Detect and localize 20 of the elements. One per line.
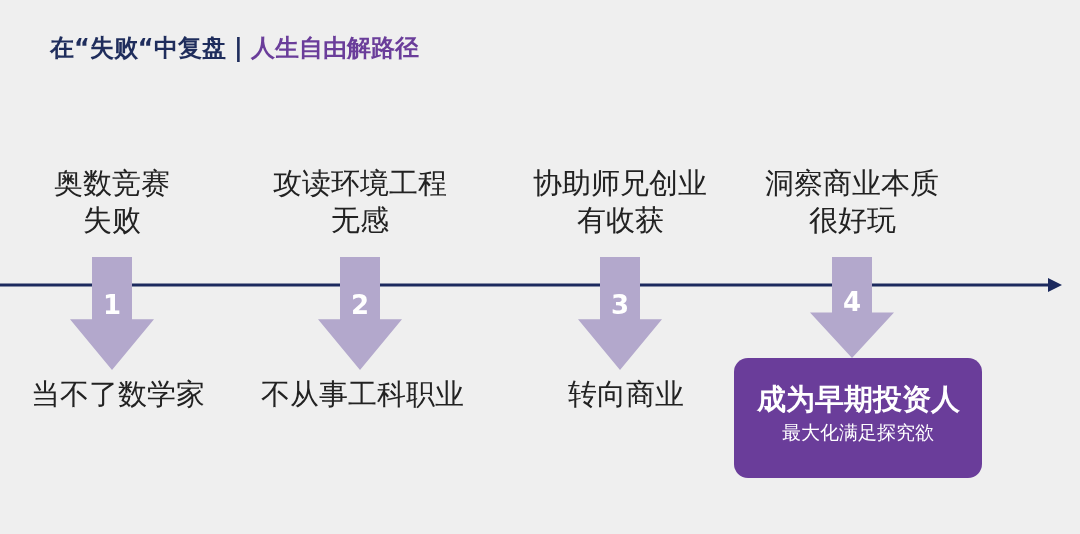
step-number: 1 — [101, 290, 123, 321]
subtitle: 人生自由解路径 — [250, 33, 419, 64]
down-arrow — [70, 257, 154, 370]
milestone-text: 奥数竞赛失败 — [50, 165, 174, 257]
box-subtext: 最大化满足探究欲 — [781, 420, 935, 445]
highlight-box — [734, 358, 982, 478]
step-number: 4 — [841, 286, 863, 317]
down-arrow — [810, 257, 894, 358]
milestone-text: 攻读环境工程无感 — [270, 165, 450, 257]
outcome-text: 当不了数学家 — [0, 370, 238, 418]
box-heading: 成为早期投资人 — [755, 381, 961, 418]
step-number: 3 — [609, 290, 631, 321]
down-arrow — [318, 257, 402, 370]
step-number: 2 — [349, 290, 371, 321]
down-arrow — [578, 257, 662, 370]
milestone-text: 协助师兄创业有收获 — [530, 165, 710, 257]
outcome-text: 转向商业 — [506, 370, 746, 418]
milestone-text: 洞察商业本质很好玩 — [762, 165, 942, 257]
title: 在“失败“中复盘 | — [50, 33, 243, 64]
outcome-text: 不从事工科职业 — [242, 370, 482, 418]
